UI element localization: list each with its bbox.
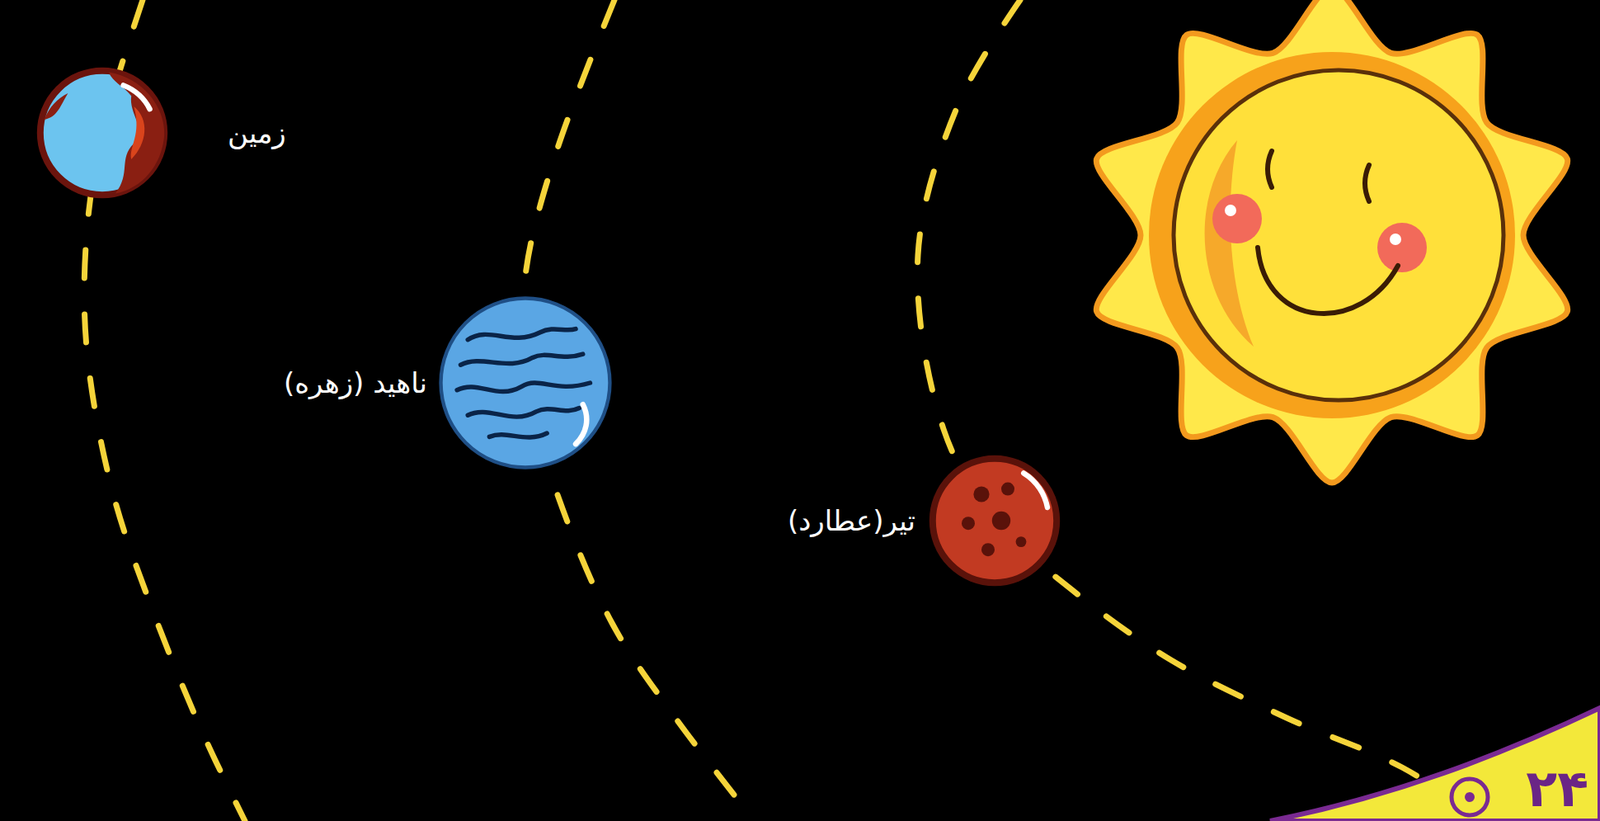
sun-face bbox=[1173, 70, 1504, 400]
page-band-shape bbox=[1270, 707, 1600, 821]
flower-center bbox=[1464, 791, 1475, 802]
sun bbox=[1096, 0, 1568, 483]
planet-node: زمین bbox=[36, 66, 169, 199]
earth-land bbox=[131, 106, 146, 160]
crater bbox=[981, 542, 995, 556]
planet-shape bbox=[435, 292, 616, 473]
planet-node: ناهید (زهره) bbox=[435, 292, 616, 473]
planet-shape bbox=[928, 454, 1061, 587]
earth-body bbox=[40, 70, 165, 195]
venus-cloud bbox=[456, 382, 590, 392]
flower-badge bbox=[1451, 778, 1488, 815]
venus-cloud bbox=[489, 432, 547, 438]
page-band bbox=[1270, 707, 1600, 821]
venus-cloud bbox=[467, 408, 579, 418]
crater bbox=[1001, 482, 1015, 496]
sun-shade bbox=[1204, 140, 1254, 347]
planet-name: تیر(عطارد) bbox=[787, 503, 916, 538]
sun-eye bbox=[1267, 150, 1272, 188]
planet-node: تیر(عطارد) bbox=[928, 454, 1061, 587]
shine bbox=[1023, 472, 1048, 508]
sun-rays bbox=[1096, 0, 1568, 483]
shine bbox=[123, 84, 151, 109]
cheek-shine bbox=[1224, 204, 1237, 217]
planet-shape bbox=[36, 66, 169, 199]
sun-eye bbox=[1364, 164, 1370, 202]
venus-body bbox=[441, 298, 611, 468]
venus-cloud bbox=[467, 329, 576, 340]
mercury-body bbox=[932, 458, 1057, 583]
sun-ring bbox=[1148, 51, 1516, 419]
sun-cheek bbox=[1212, 193, 1262, 244]
earth-land bbox=[44, 93, 69, 120]
cheek-shine bbox=[1389, 233, 1402, 245]
crater bbox=[992, 511, 1011, 530]
sun-cheek bbox=[1377, 222, 1427, 273]
planet-name: ناهید (زهره) bbox=[283, 366, 428, 400]
crater bbox=[961, 516, 975, 530]
crater bbox=[973, 485, 989, 502]
venus-cloud bbox=[461, 353, 584, 365]
sun-smile bbox=[1257, 247, 1398, 314]
planet-name: زمین bbox=[227, 116, 287, 151]
earth-land bbox=[108, 71, 165, 193]
shine bbox=[575, 404, 587, 444]
page-number: ۲۴ bbox=[1525, 762, 1589, 815]
crater bbox=[1016, 536, 1027, 547]
